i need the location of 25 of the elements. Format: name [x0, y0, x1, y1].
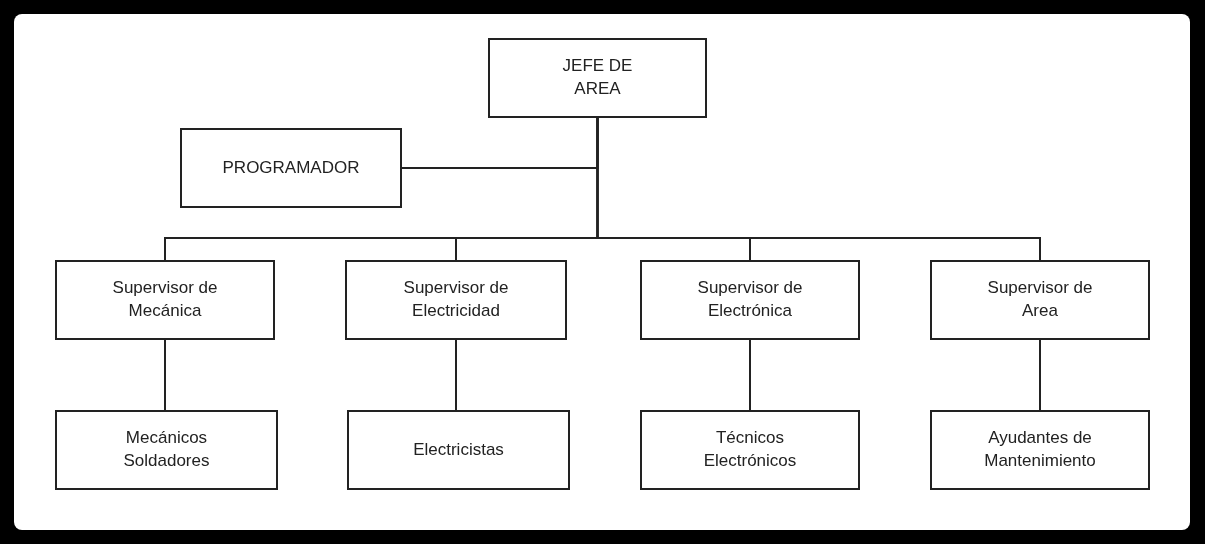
head-box	[488, 38, 707, 118]
org-box	[930, 410, 1150, 490]
box-label: Supervisor de Area	[986, 277, 1094, 322]
org-box	[640, 260, 860, 340]
org-box	[640, 410, 860, 490]
box-label: Supervisor de Electrónica	[696, 277, 804, 322]
org-box	[347, 410, 570, 490]
connector-line	[596, 117, 1041, 261]
org-box	[55, 260, 275, 340]
org-box	[180, 128, 402, 208]
box-label: Electricistas	[413, 438, 504, 461]
org-box	[55, 410, 278, 490]
box-label: Mecánicos Soldadores	[122, 427, 211, 472]
connector-line	[164, 339, 166, 411]
box-label: Supervisor de Electricidad	[402, 277, 510, 322]
connector-line	[1039, 339, 1041, 411]
box-label: Ayudantes de Mantenimiento	[983, 427, 1097, 472]
box-label: Técnicos Electrónicos	[702, 427, 798, 472]
org-box	[930, 260, 1150, 340]
connector-line	[455, 339, 457, 411]
org-box	[345, 260, 567, 340]
connector-line	[749, 339, 751, 411]
box-label: JEFE DE AREA	[561, 55, 634, 100]
box-label: PROGRAMADOR	[222, 156, 360, 179]
box-label: Supervisor de Mecánica	[111, 277, 219, 322]
